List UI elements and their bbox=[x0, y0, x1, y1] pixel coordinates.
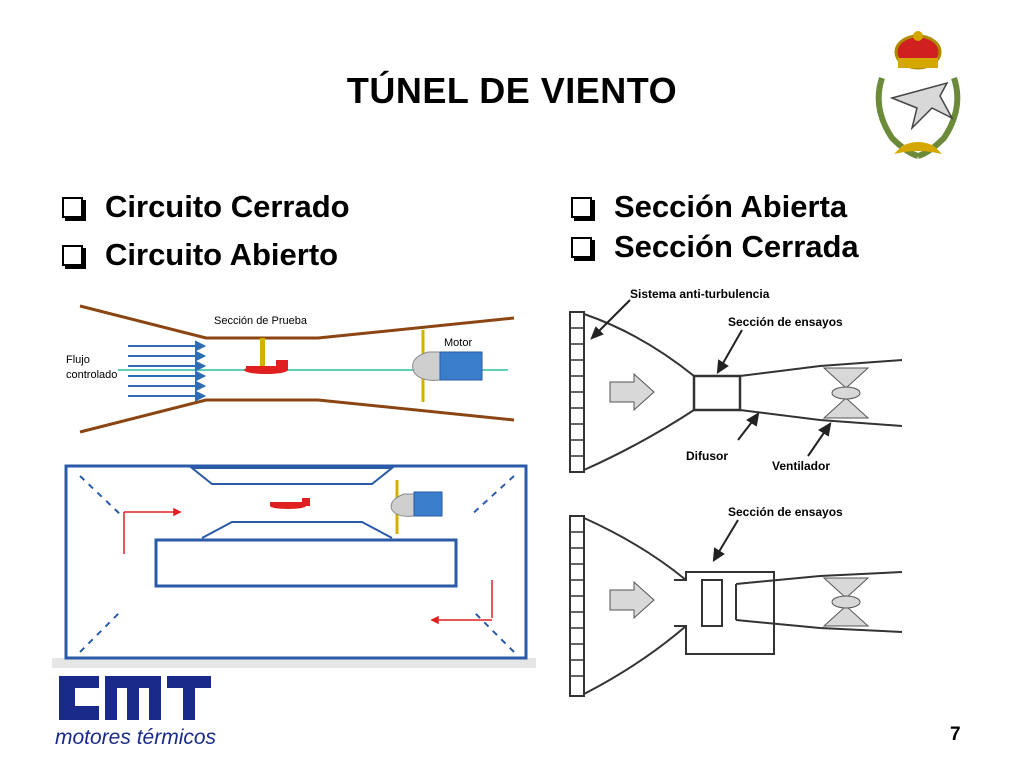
footer-logo-text: motores térmicos bbox=[55, 726, 217, 749]
crest-emblem bbox=[875, 31, 961, 159]
section-diagrams: Sistema anti-turbulencia Sección de ensa… bbox=[569, 287, 903, 697]
slide-title: TÚNEL DE VIENTO bbox=[346, 70, 678, 111]
cmt-logo bbox=[59, 676, 211, 720]
right-bullet-list: Sección Abierta Sección Cerrada bbox=[571, 187, 859, 267]
open-circuit-diagram: Sección de Prueba Motor bbox=[79, 304, 515, 434]
bullet-closed-section: Sección Cerrada bbox=[571, 227, 859, 267]
label-fan: Ventilador bbox=[772, 459, 830, 473]
checkbox-bullet-icon bbox=[62, 244, 83, 266]
page-number: 7 bbox=[950, 724, 961, 745]
checkbox-bullet-icon bbox=[571, 196, 592, 218]
label-motor: Motor bbox=[444, 337, 472, 349]
label-diffuser: Difusor bbox=[686, 449, 728, 463]
closed-circuit-diagram bbox=[52, 462, 536, 668]
checkbox-bullet-icon bbox=[62, 196, 83, 218]
left-bullet-list: Circuito Cerrado Circuito Abierto bbox=[62, 183, 350, 279]
bullet-open-section: Sección Abierta bbox=[571, 187, 859, 227]
label-test-section: Sección de Prueba bbox=[214, 315, 308, 327]
label-anti-turbulence: Sistema anti-turbulencia bbox=[630, 287, 770, 301]
label-flow: Flujo controlado bbox=[66, 354, 118, 381]
label-test-section-bottom: Sección de ensayos bbox=[728, 505, 843, 519]
label-test-section-top: Sección de ensayos bbox=[728, 315, 843, 329]
bullet-closed-circuit: Circuito Cerrado bbox=[62, 183, 350, 231]
bullet-open-circuit: Circuito Abierto bbox=[62, 231, 350, 279]
checkbox-bullet-icon bbox=[571, 236, 592, 258]
